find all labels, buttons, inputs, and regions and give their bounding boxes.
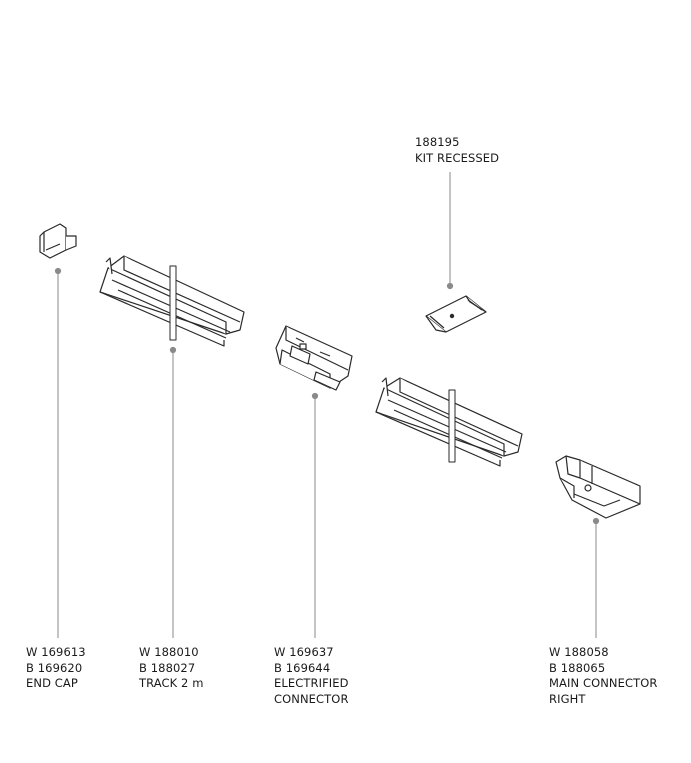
end-cap-code-w: W 169613 [26,645,86,659]
leader-lines [54,172,600,638]
leader-electrified-connector [311,392,319,638]
end-cap-label: W 169613 B 169620 END CAP [26,645,86,692]
leader-track [169,346,177,638]
track-second-drawing [375,377,523,467]
main-connector-code-w: W 188058 [549,645,609,659]
leader-main-connector [592,517,600,638]
track-name: TRACK 2 m [139,676,204,690]
electrified-name-2: CONNECTOR [274,691,349,706]
main-connector-code-b: B 188065 [549,660,606,675]
electrified-name-1: ELECTRIFIED [274,676,349,690]
electrified-code-w: W 169637 [274,645,334,659]
end-cap-code-b: B 169620 [26,660,83,675]
leader-end-cap [54,267,62,638]
kit-recessed-code: 188195 [415,135,460,149]
electrified-connector-drawing [275,325,353,391]
leader-kit-recessed [446,172,454,290]
main-connector-drawing [555,455,641,519]
track-drawing [99,255,245,347]
electrified-code-b: B 169644 [274,660,331,675]
kit-recessed-label: 188195 KIT RECESSED [415,135,499,166]
main-connector-name-2: RIGHT [549,691,586,706]
kit-recessed-name: KIT RECESSED [415,150,500,165]
kit-recessed-drawing [425,295,487,333]
electrified-connector-label: W 169637 B 169644 ELECTRIFIED CONNECTOR [274,645,349,707]
end-cap-name: END CAP [26,676,78,690]
track-code-b: B 188027 [139,660,196,675]
end-cap-drawing [39,223,77,259]
main-connector-label: W 188058 B 188065 MAIN CONNECTOR RIGHT [549,645,658,707]
track-label: W 188010 B 188027 TRACK 2 m [139,645,204,692]
track-code-w: W 188010 [139,645,199,659]
main-connector-name-1: MAIN CONNECTOR [549,676,658,690]
